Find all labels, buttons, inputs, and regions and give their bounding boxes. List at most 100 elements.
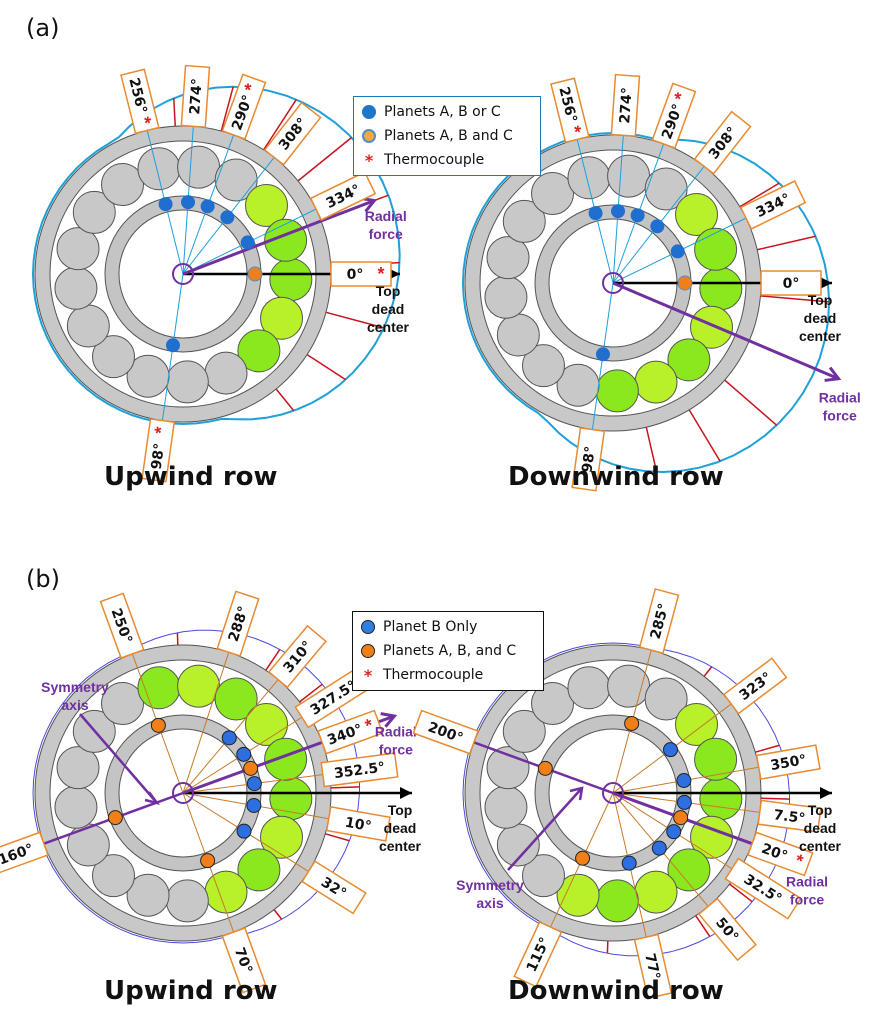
angle-label-box: 0° [760, 270, 822, 296]
roller [486, 746, 530, 790]
roller [101, 163, 145, 207]
angle-label-box: 10° [325, 806, 391, 842]
angle-label-frame [412, 709, 479, 755]
blue-dot-icon [361, 620, 375, 634]
load-line [755, 744, 780, 753]
symmetry-axis-label: axis [476, 895, 503, 911]
roller [521, 344, 565, 388]
blue-planet-sensor-dot [670, 244, 685, 259]
angle-label-box: 7.5° [757, 799, 822, 833]
orange-planet-sensor-dot [107, 810, 123, 826]
angle-label-frame [99, 592, 145, 659]
legend-a-text-blue: Planets A, B or C [384, 104, 501, 120]
tdc-label: center [799, 328, 842, 344]
sensor-spoke [182, 646, 232, 794]
roller [137, 147, 181, 191]
angle-label-frame [320, 752, 399, 788]
angle-label-text: 7.5° [773, 807, 807, 827]
load-envelope [461, 131, 831, 474]
angle-label-text: 98° [149, 442, 169, 470]
loaded-roller [595, 879, 639, 923]
blue-planet-sensor-dot [240, 235, 255, 250]
roller [521, 854, 565, 898]
roller [567, 666, 611, 710]
orange-planet-sensor-dot [247, 266, 263, 282]
blue-planet-sensor-dot [236, 746, 252, 762]
loaded-roller [237, 848, 281, 892]
radial-force-label: force [369, 226, 403, 242]
angle-label-box: 290°* [651, 82, 697, 149]
angle-label-box: 98°* [141, 418, 176, 483]
roller [502, 199, 546, 243]
title-a-downwind: Downwind row [508, 462, 724, 492]
angle-label-box: 0°* [330, 261, 392, 287]
bearing-a-upwind: 256°*274°290°*308°334°0°*98°*Topdeadcent… [31, 64, 410, 483]
loaded-roller [675, 193, 719, 237]
radial-force-label: Radial [365, 208, 407, 224]
legend-b: Planet B Only Planets A, B, and C * Ther… [352, 611, 544, 691]
loaded-roller [675, 703, 719, 747]
symmetry-axis-label: Symmetry [456, 877, 524, 893]
tdc-label: dead [384, 820, 417, 836]
blue-planet-sensor-dot [181, 195, 196, 210]
angle-label-frame [221, 927, 267, 994]
roller [496, 313, 540, 357]
orange-planet-sensor-dot [537, 760, 553, 776]
blue-planet-sensor-dot [220, 210, 235, 225]
roller [54, 266, 98, 310]
radial-force-label: force [790, 892, 824, 908]
roller [54, 785, 98, 829]
loaded-roller [694, 227, 738, 271]
roller [66, 304, 110, 348]
load-line [645, 427, 658, 473]
title-b-downwind: Downwind row [508, 976, 724, 1006]
center-marker-icon [602, 782, 624, 804]
angle-label-text: 274° [617, 87, 635, 124]
load-line [325, 833, 350, 842]
radial-force-label: Radial [819, 390, 861, 406]
angle-label-frame [301, 860, 367, 915]
loaded-roller [237, 329, 281, 373]
roller [484, 275, 528, 319]
angle-label-box: 98° [571, 427, 606, 492]
loaded-roller [269, 258, 313, 302]
loaded-roller [556, 873, 600, 917]
angle-label-box: 340°* [317, 709, 384, 755]
panel-label-b: (b) [26, 565, 60, 593]
blue-planet-sensor-dot [246, 798, 262, 814]
tdc-label: Top [388, 802, 413, 818]
angle-label-frame [760, 270, 822, 296]
load-line [688, 409, 721, 462]
angle-label-box: 290°* [221, 73, 267, 140]
legend-a-text-thermocouple: Thermocouple [384, 152, 485, 168]
symmetry-axis-label: axis [61, 697, 88, 713]
angle-label-frame [638, 588, 680, 655]
loaded-roller [260, 296, 304, 340]
tdc-label: dead [804, 820, 837, 836]
angle-label-box: 285° [638, 588, 680, 655]
angle-label-text: 98° [579, 445, 599, 473]
orange-dot-icon [361, 644, 375, 658]
tdc-label: Top [808, 292, 833, 308]
angle-label-box: 274° [610, 73, 641, 137]
blue-planet-sensor-dot [246, 776, 262, 792]
roller [607, 664, 651, 708]
angle-label-frame [120, 68, 160, 135]
loaded-roller [204, 870, 248, 914]
angle-label-frame [325, 806, 391, 842]
roller [484, 785, 528, 829]
roller [567, 156, 611, 200]
loaded-roller [699, 777, 743, 821]
load-line [760, 295, 830, 303]
loaded-roller [245, 703, 289, 747]
blue-planet-sensor-dot [165, 338, 180, 353]
symmetry-pointer-arrowhead-icon [569, 786, 584, 801]
roller [502, 709, 546, 753]
angle-label-frame [141, 418, 176, 483]
radial-force-label: Radial [375, 724, 417, 740]
tdc-arrowhead-icon [820, 277, 832, 289]
angle-label-frame [330, 261, 392, 287]
radial-force-arrow [612, 281, 840, 381]
angle-label-box: 350° [755, 744, 821, 780]
